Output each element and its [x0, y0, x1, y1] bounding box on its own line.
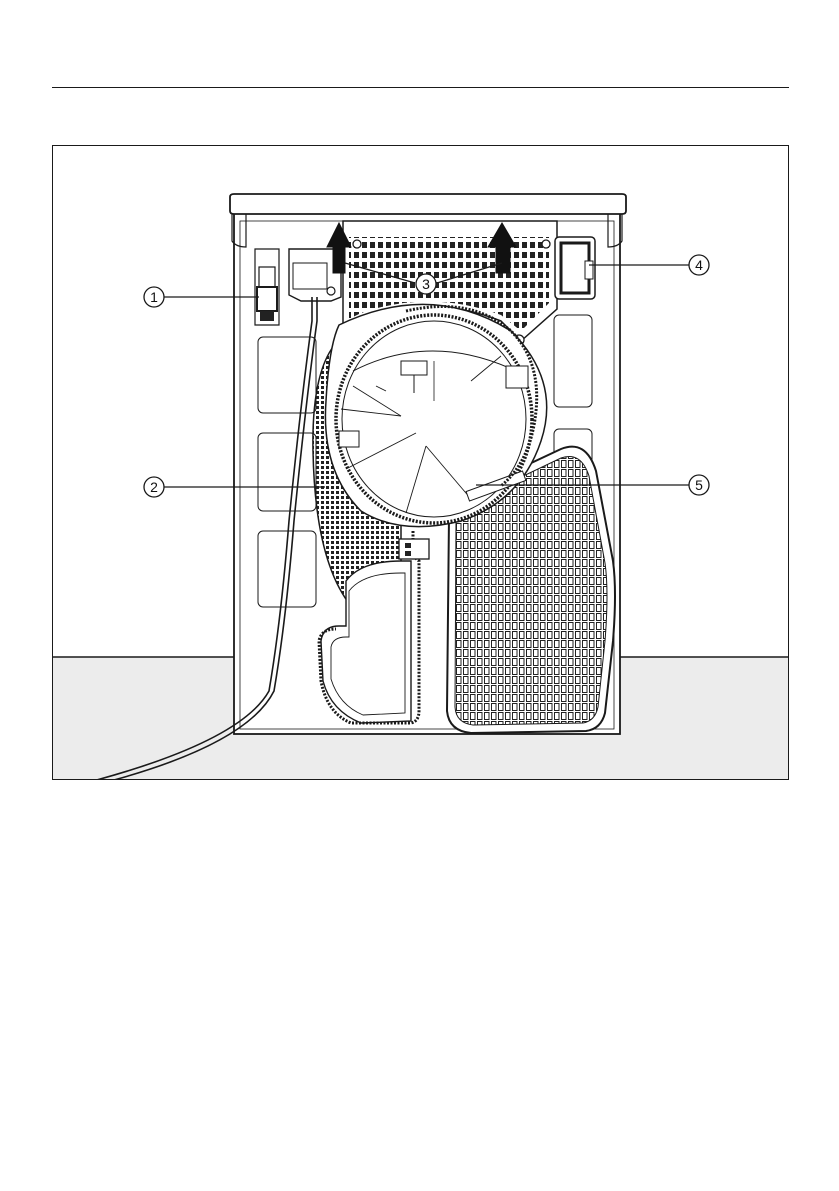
callout-1: 1: [144, 287, 164, 307]
header-rule: [52, 87, 789, 88]
callout-5: 5: [689, 475, 709, 495]
plug-holder: [255, 249, 279, 325]
dryer-back-drawing: 1 2 3 4 5: [53, 146, 789, 780]
dryer-rear-illustration: 1 2 3 4 5: [52, 145, 789, 780]
svg-text:5: 5: [695, 477, 703, 493]
svg-text:1: 1: [150, 289, 158, 305]
callout-3: 3: [416, 274, 436, 294]
callout-2: 2: [144, 477, 164, 497]
svg-text:4: 4: [695, 257, 703, 273]
svg-text:3: 3: [422, 276, 430, 292]
callout-4: 4: [689, 255, 709, 275]
hose-holder: [555, 237, 595, 299]
svg-text:2: 2: [150, 479, 158, 495]
